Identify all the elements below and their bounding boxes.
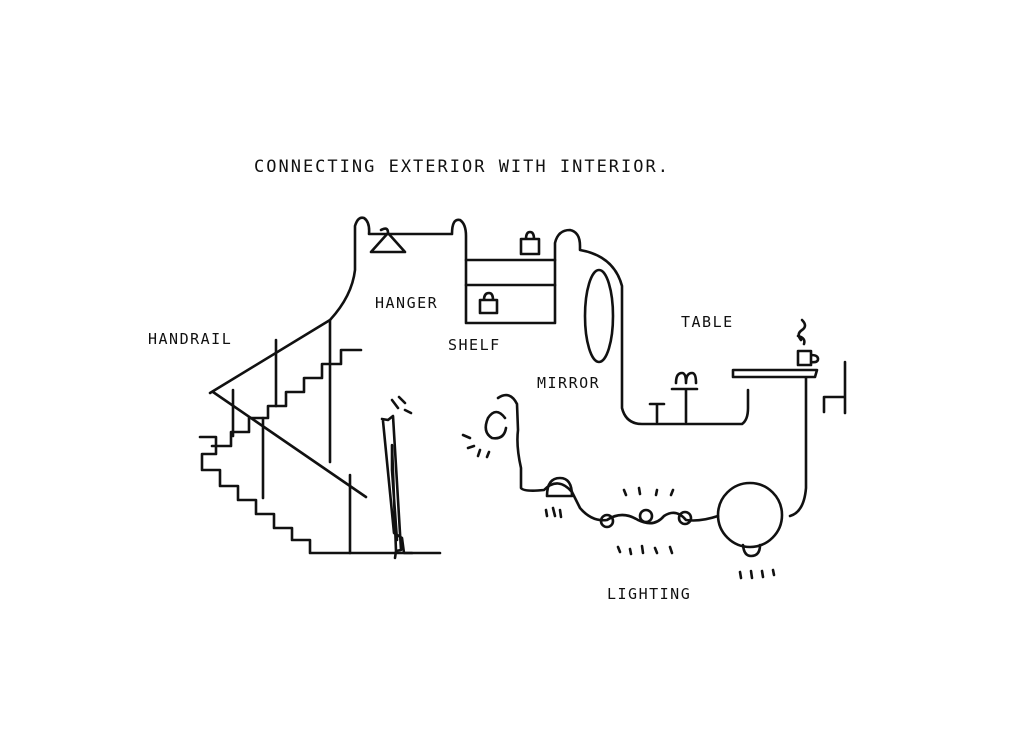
lamp-dome-icon xyxy=(545,476,574,498)
hanger-icon xyxy=(369,227,407,254)
globe-bulb-icon xyxy=(741,543,762,558)
table-leg-cord xyxy=(788,376,808,518)
lamp-sconce-icon xyxy=(484,410,508,440)
handrail-line xyxy=(211,390,368,499)
diagram-title: CONNECTING EXTERIOR WITH INTERIOR. xyxy=(254,157,670,177)
label-handrail: HANDRAIL xyxy=(148,330,233,348)
shelf-boards xyxy=(464,258,557,287)
bag-icon xyxy=(478,291,499,315)
person-figure xyxy=(380,414,414,560)
bag-icon xyxy=(519,230,541,256)
light-rays xyxy=(390,395,776,580)
cup-icon xyxy=(796,318,820,367)
label-lighting: LIGHTING xyxy=(607,585,692,603)
wall-outline xyxy=(208,216,750,426)
table-top xyxy=(731,368,819,379)
label-shelf: SHELF xyxy=(448,336,501,354)
mirror-shape xyxy=(583,268,615,364)
chair-icon xyxy=(822,360,847,415)
lighting-cord xyxy=(496,393,720,525)
label-hanger: HANGER xyxy=(375,294,439,312)
bulb-icon xyxy=(677,510,693,526)
staircase xyxy=(198,348,442,555)
shoes-icon xyxy=(674,371,698,385)
stools xyxy=(648,387,699,424)
label-table: TABLE xyxy=(681,313,734,331)
label-mirror: MIRROR xyxy=(537,374,601,392)
bulb-icon xyxy=(638,508,654,524)
balusters xyxy=(231,318,352,555)
bulb-icon xyxy=(599,513,615,529)
pendant-globe-icon xyxy=(716,481,784,549)
